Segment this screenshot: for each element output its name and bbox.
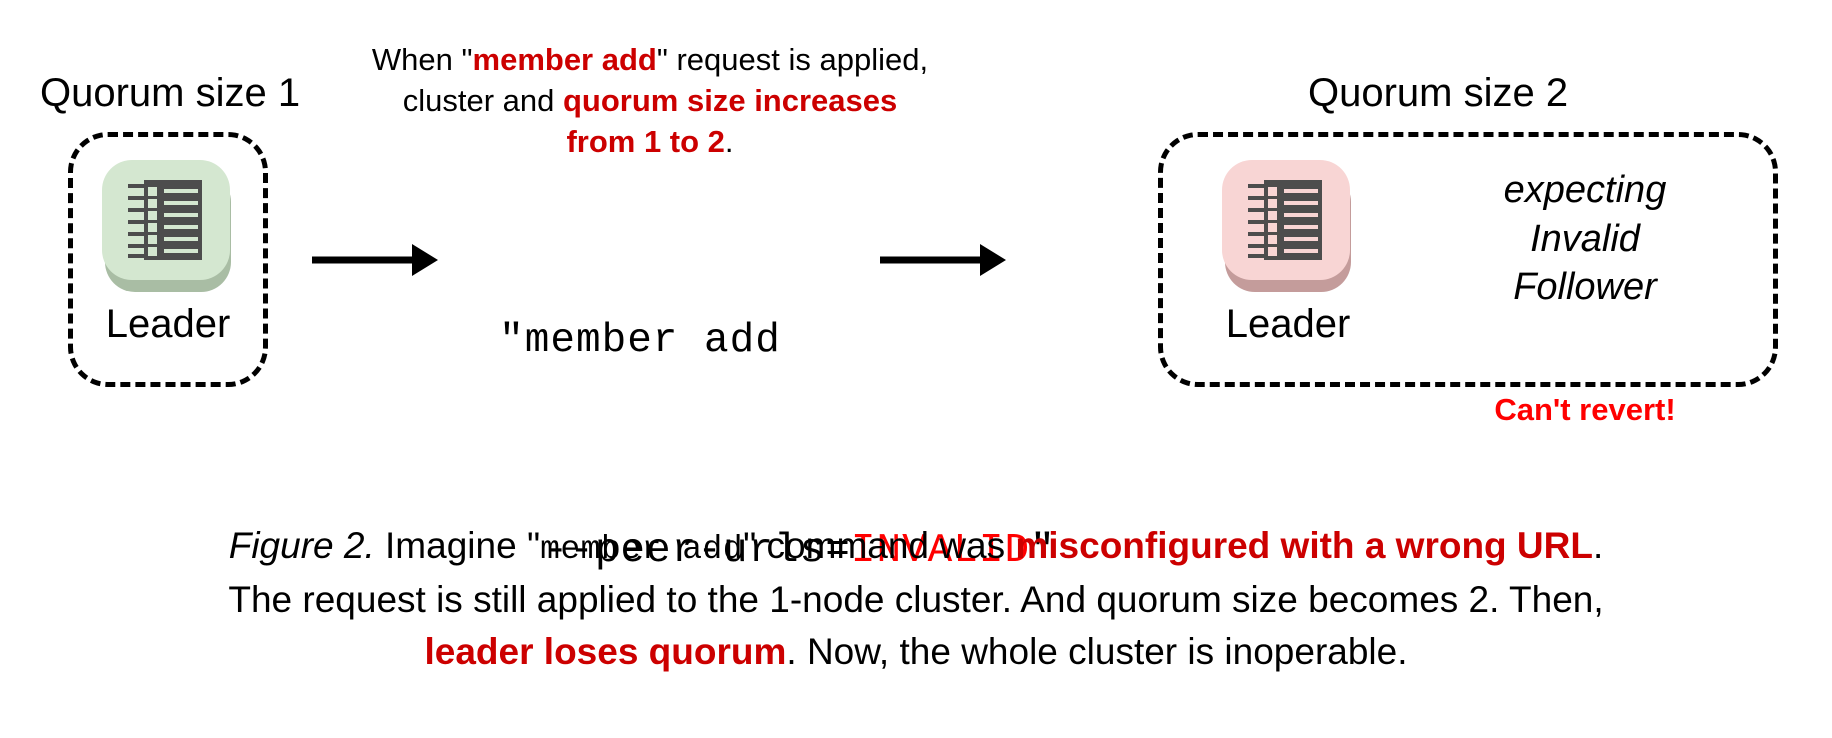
cannot-revert-warning: Can't revert!	[1494, 392, 1676, 427]
caption-inline-code: member add	[540, 531, 744, 568]
caption-l1d: " command was	[743, 525, 1016, 566]
top-annotation-line-1: When "member add" request is applied,	[350, 40, 950, 81]
command-flag: --peer-urls=	[543, 527, 851, 574]
figure-caption: Figure 2. Imagine "member add" command w…	[40, 520, 1792, 679]
caption-line-1: Figure 2. Imagine "member add" command w…	[40, 520, 1792, 574]
left-cluster-box	[68, 132, 268, 387]
top-note-l1a: When "	[371, 42, 473, 77]
icon-spiral-rings	[1248, 184, 1268, 258]
top-note-l1b: member add	[472, 42, 657, 77]
status-line-3: Follower	[1513, 266, 1657, 309]
right-leader-node: Leader	[1222, 160, 1354, 344]
status-line-1: expecting	[1503, 169, 1667, 211]
caption-figure-label: Figure 2.	[228, 525, 375, 566]
arrow-left-to-command	[312, 240, 440, 280]
arrow-shaft	[880, 256, 982, 264]
caption-line-3: leader loses quorum. Now, the whole clus…	[40, 626, 1792, 679]
caption-l3b: . Now, the whole cluster is inoperable.	[786, 631, 1408, 673]
left-cluster-title: Quorum size 1	[40, 71, 301, 115]
icon-spiral-rings	[128, 184, 148, 258]
top-annotation-line-2: cluster and quorum size increases	[350, 81, 950, 122]
caption-emphasis-2: leader loses quorum	[424, 631, 787, 673]
right-cluster-box	[1158, 132, 1778, 387]
right-leader-label: Leader	[1225, 302, 1351, 346]
command-text: "member add --peer-urls=INVALID"	[390, 210, 1055, 735]
arrow-command-to-right	[880, 240, 1008, 280]
caption-line-2: The request is still applied to the 1-no…	[228, 578, 1604, 620]
status-line-2: Invalid	[1530, 217, 1640, 260]
command-line-2: --peer-urls=INVALID"	[390, 472, 1055, 629]
icon-list-lines	[148, 187, 200, 256]
icon-list-lines	[1268, 187, 1320, 256]
top-note-l3a: from 1 to 2	[566, 123, 725, 159]
command-close-quote: "	[1030, 527, 1056, 574]
caption-l1b: Imagine "	[374, 525, 541, 566]
etcd-node-icon	[102, 160, 234, 292]
top-annotation-line-3: from 1 to 2.	[350, 122, 950, 163]
arrow-shaft	[312, 256, 414, 264]
top-annotation: When "member add" request is applied, cl…	[350, 40, 950, 163]
left-leader-label: Leader	[105, 302, 231, 346]
right-cluster-title: Quorum size 2	[1308, 71, 1569, 115]
top-note-l2b: quorum size increases	[563, 82, 898, 118]
left-leader-node: Leader	[102, 160, 234, 344]
arrow-head	[980, 244, 1006, 276]
caption-emphasis-1: misconfigured with a wrong URL	[1015, 525, 1593, 566]
command-invalid-value: INVALID	[850, 527, 1031, 574]
arrow-head	[412, 244, 438, 276]
right-cluster-status: expecting Invalid Follower	[1430, 166, 1740, 312]
caption-l1f: .	[1592, 525, 1604, 566]
top-note-l2a: cluster and	[402, 82, 563, 118]
top-note-l3b: .	[724, 123, 734, 159]
command-line-1: "member add	[499, 317, 781, 364]
etcd-node-icon	[1222, 160, 1354, 292]
top-note-l1c: " request is applied,	[656, 42, 929, 77]
